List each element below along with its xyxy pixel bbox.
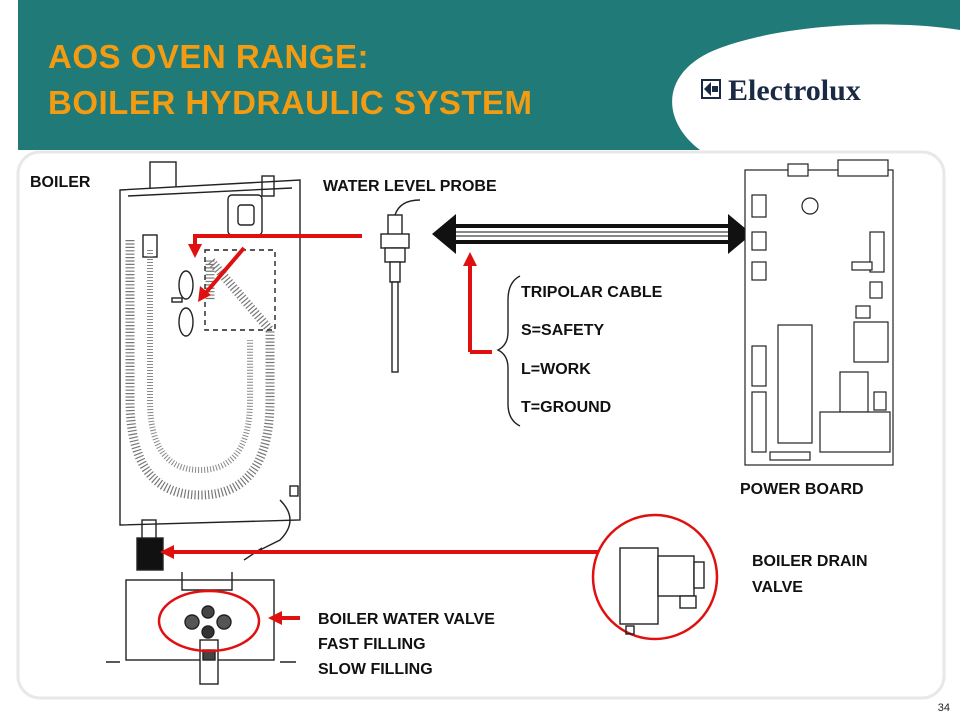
label-boiler-water-valve: BOILER WATER VALVE (318, 611, 495, 628)
page-number: 34 (937, 702, 950, 714)
power-board-drawing (744, 159, 894, 466)
electrolux-logo-icon (701, 79, 721, 99)
label-fast-filling: FAST FILLING (318, 636, 426, 653)
label-power-board: POWER BOARD (740, 481, 864, 498)
drain-valve-zoom (591, 513, 719, 641)
label-slow-filling: SLOW FILLING (318, 661, 433, 678)
label-work: L=WORK (521, 361, 591, 378)
label-drain-valve-line2: VALVE (752, 579, 803, 596)
header-background (18, 0, 960, 150)
red-arrowheads (160, 244, 477, 625)
slide-title-line2: BOILER HYDRAULIC SYSTEM (48, 84, 533, 121)
water-valve-highlight (157, 589, 261, 653)
label-water-level-probe: WATER LEVEL PROBE (323, 178, 497, 195)
label-safety: S=SAFETY (521, 322, 605, 339)
tripolar-cable-arrow (432, 214, 752, 254)
boiler-drawing (119, 161, 301, 551)
label-ground: T=GROUND (521, 399, 612, 416)
cable-brace (496, 275, 521, 427)
label-drain-valve-line1: BOILER DRAIN (752, 553, 868, 570)
label-boiler: BOILER (30, 174, 91, 191)
probe-drawing (380, 199, 421, 373)
boiler-base-drawing (106, 537, 296, 685)
slide-title-line1: AOS OVEN RANGE: (48, 38, 370, 75)
slide-header: AOS OVEN RANGE: BOILER HYDRAULIC SYSTEM … (0, 0, 960, 150)
brand-name: Electrolux (728, 74, 861, 107)
label-tripolar-cable: TRIPOLAR CABLE (521, 284, 663, 301)
